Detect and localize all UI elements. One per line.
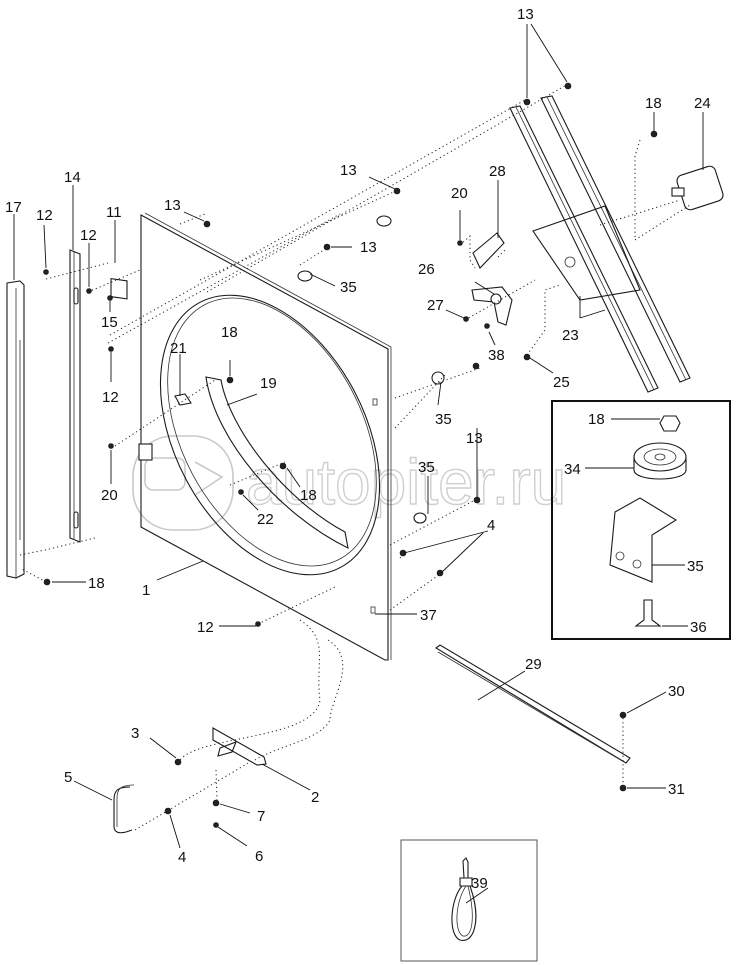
watermark-logo-circle [132,435,234,531]
callout-35-b: 35 [435,411,452,428]
callout-13-a: 13 [164,197,181,214]
leader-lines [13,23,704,904]
callout-28: 28 [489,163,506,180]
fasteners [43,82,658,828]
callout-12-b: 12 [80,227,97,244]
callout-5: 5 [64,769,72,786]
callout-36: 36 [690,619,707,636]
callout-23: 23 [562,327,579,344]
lower-bracket [212,727,267,766]
callout-20-a: 20 [451,185,468,202]
callout-21: 21 [170,340,187,357]
callout-12-d: 12 [197,619,214,636]
callout-38: 38 [488,347,505,364]
callout-18-d: 18 [88,575,105,592]
callout-34: 34 [564,461,581,478]
hinge-bracket-lower [138,443,153,461]
callout-19: 19 [260,375,277,392]
tie-rod [435,644,631,764]
watermark-logo-a [144,457,186,491]
tensioner-arm [471,286,513,326]
callout-35-a: 35 [340,279,357,296]
callout-18-a: 18 [645,95,662,112]
callout-20-b: 20 [101,487,118,504]
arc-strip [205,376,349,549]
callout-18-b: 18 [221,324,238,341]
callout-25: 25 [553,374,570,391]
assembly-lines [19,83,691,831]
idler-35-d [413,512,427,524]
callout-14: 14 [64,169,81,186]
callout-35-c: 35 [418,459,435,476]
cross-member [509,95,691,393]
callout-13-b: 13 [340,162,357,179]
callout-1: 1 [142,582,150,599]
callout-12-a: 12 [36,207,53,224]
callout-13-c: 13 [360,239,377,256]
callout-37: 37 [420,607,437,624]
idler-35-c [431,371,445,385]
mount-bracket [472,232,505,269]
watermark-text: autopiter.ru [246,446,566,518]
inset-pulley-detail [551,400,731,640]
callout-13-d: 13 [517,6,534,23]
idler-35-a [297,270,313,282]
flange-nut [659,415,681,432]
seal-strip [6,280,25,579]
callout-7: 7 [257,808,265,825]
watermark: autopiter.ru [132,435,567,531]
callout-11: 11 [106,204,122,221]
callout-17: 17 [5,199,22,216]
hydraulic-motor [671,165,724,211]
callout-26: 26 [418,261,435,278]
callout-labels: 1 2 3 4 4 5 6 7 11 12 12 12 12 13 13 13 … [5,6,711,892]
hinge-bracket [110,277,128,300]
callout-2: 2 [311,789,319,806]
clip-bracket [174,393,192,406]
shroud-panel [140,212,392,661]
callout-4-a: 4 [487,517,495,534]
callout-27: 27 [427,297,444,314]
callout-13-e: 13 [466,430,483,447]
inset-strap-detail [400,839,538,962]
callout-24: 24 [694,95,711,112]
callout-3: 3 [131,725,139,742]
bolt [634,599,662,627]
callout-18-e: 18 [588,411,605,428]
callout-30: 30 [668,683,685,700]
callout-18-c: 18 [300,487,317,504]
callout-35-d: 35 [687,558,704,575]
pulley-bracket [609,497,678,583]
vertical-strip [69,249,81,543]
callout-15: 15 [101,314,118,331]
callout-22: 22 [257,511,274,528]
callout-12-c: 12 [102,389,119,406]
watermark-logo-arrow [194,461,224,496]
callout-31: 31 [668,781,685,798]
callout-4-b: 4 [178,849,186,866]
callout-6: 6 [255,848,263,865]
callout-39: 39 [471,875,488,892]
callout-29: 29 [525,656,542,673]
idler-35-b [376,215,392,227]
